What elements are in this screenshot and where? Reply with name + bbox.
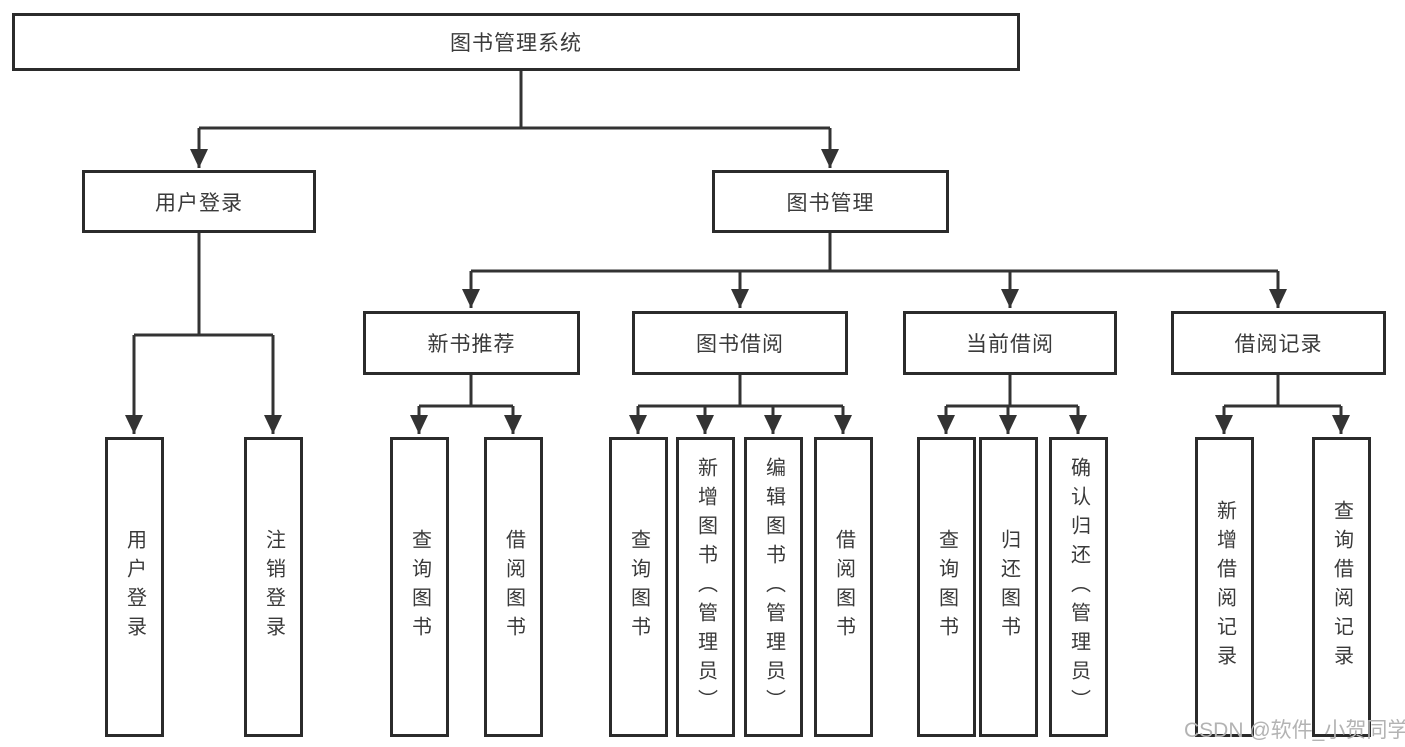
node-book-borrowing: 图书借阅 bbox=[632, 311, 848, 375]
leaf-query-books-3-label: 查询图书 bbox=[935, 529, 958, 645]
leaf-borrow-books-2-label: 借阅图书 bbox=[832, 529, 855, 645]
leaf-confirm-return-admin-label: 确认归还（管理员） bbox=[1067, 456, 1090, 718]
node-new-book-recommend: 新书推荐 bbox=[363, 311, 580, 375]
node-current-borrowing: 当前借阅 bbox=[903, 311, 1117, 375]
leaf-edit-books-admin: 编辑图书（管理员） bbox=[744, 437, 803, 737]
leaf-query-books-3: 查询图书 bbox=[917, 437, 976, 737]
node-current-borrowing-label: 当前借阅 bbox=[966, 333, 1054, 356]
leaf-borrow-books-2: 借阅图书 bbox=[814, 437, 873, 737]
leaf-add-books-admin: 新增图书（管理员） bbox=[676, 437, 735, 737]
node-new-book-recommend-label: 新书推荐 bbox=[427, 333, 516, 356]
leaf-logout: 注销登录 bbox=[244, 437, 303, 737]
node-borrowing-records: 借阅记录 bbox=[1171, 311, 1386, 375]
leaf-borrow-books-1: 借阅图书 bbox=[484, 437, 543, 737]
node-root-label: 图书管理系统 bbox=[450, 32, 582, 55]
node-book-borrowing-label: 图书借阅 bbox=[696, 333, 784, 356]
leaf-return-books-label: 归还图书 bbox=[997, 529, 1020, 645]
leaf-add-books-admin-label: 新增图书（管理员） bbox=[694, 456, 717, 718]
node-user-login-label: 用户登录 bbox=[155, 191, 243, 215]
leaf-logout-label: 注销登录 bbox=[262, 529, 285, 645]
leaf-query-books-2-label: 查询图书 bbox=[627, 529, 650, 645]
leaf-user-login-label: 用户登录 bbox=[123, 529, 146, 645]
node-book-management: 图书管理 bbox=[712, 170, 949, 233]
leaf-add-borrow-record-label: 新增借阅记录 bbox=[1213, 500, 1236, 674]
leaf-query-books-1: 查询图书 bbox=[390, 437, 449, 737]
leaf-query-borrow-record: 查询借阅记录 bbox=[1312, 437, 1371, 737]
node-user-login: 用户登录 bbox=[82, 170, 316, 233]
leaf-query-books-1-label: 查询图书 bbox=[408, 529, 431, 645]
leaf-return-books: 归还图书 bbox=[979, 437, 1038, 737]
leaf-borrow-books-1-label: 借阅图书 bbox=[502, 529, 525, 645]
leaf-query-borrow-record-label: 查询借阅记录 bbox=[1330, 500, 1353, 674]
csdn-watermark: CSDN @软件_小贺同学 bbox=[1184, 719, 1405, 742]
node-borrowing-records-label: 借阅记录 bbox=[1234, 333, 1323, 356]
node-book-management-label: 图书管理 bbox=[786, 191, 875, 215]
leaf-add-borrow-record: 新增借阅记录 bbox=[1195, 437, 1254, 737]
leaf-confirm-return-admin: 确认归还（管理员） bbox=[1049, 437, 1108, 737]
leaf-user-login: 用户登录 bbox=[105, 437, 164, 737]
leaf-edit-books-admin-label: 编辑图书（管理员） bbox=[762, 456, 785, 718]
node-root-library-system: 图书管理系统 bbox=[12, 13, 1020, 71]
leaf-query-books-2: 查询图书 bbox=[609, 437, 668, 737]
